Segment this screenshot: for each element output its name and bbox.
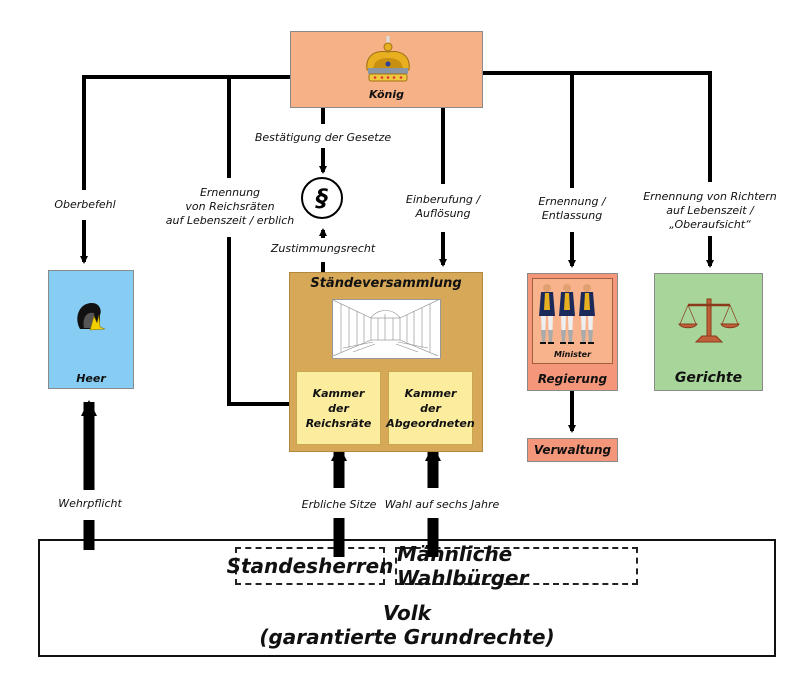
heer-label: Heer bbox=[76, 372, 106, 385]
edge-label-line: Entlassung bbox=[541, 209, 603, 222]
edge-label-ernennung-reichsraete: Ernennung von Reichsräten auf Lebenszeit… bbox=[160, 186, 300, 228]
node-gerichte: Gerichte bbox=[654, 273, 763, 391]
paragraph-symbol: § bbox=[316, 184, 328, 212]
regierung-sublabel: Minister bbox=[553, 350, 592, 359]
volk-label: Volk bbox=[383, 601, 431, 625]
group-standesherren: Standesherren bbox=[227, 547, 393, 585]
edge-label-ernennung-richter: Ernennung von Richtern auf Lebenszeit / … bbox=[640, 190, 780, 232]
helmet-icon bbox=[77, 303, 106, 331]
edge-label-line: auf Lebenszeit / bbox=[666, 204, 754, 217]
edge-label-line: Ernennung / bbox=[538, 195, 606, 208]
edge-label-line: Erbliche Sitze bbox=[301, 498, 377, 511]
node-koenig: König bbox=[290, 31, 483, 108]
kammer-reichsraete: Kammer der Reichsräte bbox=[296, 371, 381, 445]
parliament-hall-icon bbox=[332, 299, 441, 359]
group-wahlbuerger: Männliche Wahlbürger bbox=[395, 542, 638, 590]
edge-label-zustimmung: Zustimmungsrecht bbox=[268, 242, 378, 256]
verwaltung-label: Verwaltung bbox=[533, 443, 612, 457]
gerichte-label: Gerichte bbox=[674, 370, 743, 386]
regierung-label: Regierung bbox=[537, 372, 608, 386]
volk-sublabel: (garantierte Grundrechte) bbox=[259, 625, 555, 649]
node-staendeversammlung: Ständeversammlung Kammer der Reichsräte … bbox=[289, 272, 483, 452]
edge-label-line: von Reichsräten bbox=[185, 200, 275, 213]
edge-label-wehrpflicht: Wehrpflicht bbox=[50, 497, 130, 511]
volk-text: Volk (garantierte Grundrechte) bbox=[40, 601, 774, 649]
edge-label-line: Ernennung bbox=[199, 186, 261, 199]
edge-label-bestaetigung: Bestätigung der Gesetze bbox=[253, 131, 393, 145]
kammer-abgeordnete-line: der bbox=[420, 401, 441, 415]
node-regierung: Minister Regierung bbox=[527, 273, 618, 391]
edge-label-line: Ernennung von Richtern bbox=[643, 190, 777, 203]
node-heer: Heer bbox=[48, 270, 134, 389]
edge-label-oberbefehl: Oberbefehl bbox=[40, 198, 130, 212]
node-verwaltung: Verwaltung bbox=[527, 438, 618, 462]
kammer-abgeordnete: Kammer der Abgeordneten bbox=[386, 371, 475, 445]
kammer-abgeordnete-line: Abgeordneten bbox=[386, 416, 475, 430]
edge-label-line: auf Lebenszeit / erblich bbox=[165, 214, 295, 227]
edge-label-erbliche-sitze: Erbliche Sitze bbox=[290, 498, 388, 512]
wahlbuerger-label: Männliche Wahlbürger bbox=[397, 542, 529, 590]
paragraph-icon: § bbox=[301, 177, 343, 219]
edge-label-einberufung: Einberufung / Auflösung bbox=[398, 193, 488, 221]
edge-label-line: Zustimmungsrecht bbox=[270, 242, 376, 255]
scales-icon bbox=[678, 298, 740, 343]
kammer-abgeordnete-line: Kammer bbox=[404, 386, 457, 400]
edge-label-ernennung-entlassung: Ernennung / Entlassung bbox=[527, 195, 617, 223]
edge-label-line: Einberufung / bbox=[405, 193, 481, 206]
edge-reichsraete-bottom bbox=[227, 237, 305, 408]
edge-label-wahl: Wahl auf sechs Jahre bbox=[378, 498, 506, 512]
edge-label-line: Wahl auf sechs Jahre bbox=[384, 498, 500, 511]
ministers-panel: Minister bbox=[532, 278, 613, 364]
edge-label-line: Wehrpflicht bbox=[58, 497, 122, 510]
standesherren-label: Standesherren bbox=[226, 554, 394, 578]
kammer-reichsraete-line: der bbox=[328, 401, 349, 415]
edge-label-line: Bestätigung der Gesetze bbox=[254, 131, 392, 144]
edge-label-line: Auflösung bbox=[415, 207, 471, 220]
crown-icon bbox=[366, 36, 410, 82]
kammer-reichsraete-line: Kammer bbox=[312, 386, 365, 400]
kammer-reichsraete-line: Reichsräte bbox=[305, 416, 372, 430]
koenig-label: König bbox=[369, 88, 404, 101]
ministers-icon bbox=[539, 284, 595, 344]
edge-label-line: „Oberaufsicht“ bbox=[669, 218, 751, 231]
staendeversammlung-label: Ständeversammlung bbox=[310, 276, 462, 291]
edge-label-line: Oberbefehl bbox=[54, 198, 116, 211]
